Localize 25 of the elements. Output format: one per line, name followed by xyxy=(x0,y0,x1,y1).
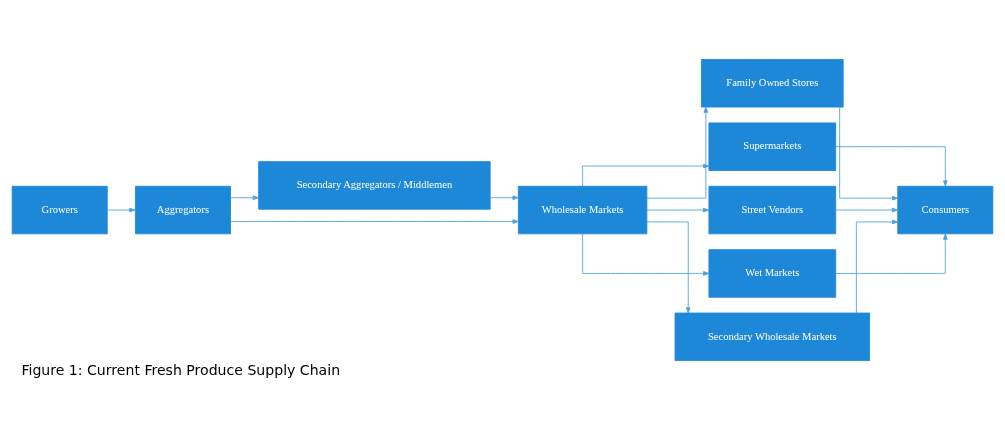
arrow xyxy=(106,207,136,213)
node-box: Growers xyxy=(11,185,108,235)
arrow xyxy=(839,106,899,201)
node-box: Family Owned Stores xyxy=(701,59,844,108)
arrow xyxy=(646,221,691,314)
arrow xyxy=(489,195,519,200)
arrow xyxy=(582,233,710,276)
node-box: Street Vendors xyxy=(708,185,837,235)
arrow xyxy=(646,106,709,199)
arrow xyxy=(835,233,948,274)
node-box: Secondary Wholesale Markets xyxy=(674,312,871,362)
arrow xyxy=(835,146,948,187)
node-box: Wholesale Markets xyxy=(517,185,648,235)
node-box: Supermarkets xyxy=(708,122,837,171)
arrow xyxy=(646,207,710,213)
arrow xyxy=(230,195,259,200)
arrow xyxy=(582,163,710,187)
arrow xyxy=(230,219,519,224)
arrow xyxy=(835,207,899,213)
node-box: Secondary Aggregators / Middlemen xyxy=(258,161,491,210)
node-box: Aggregators xyxy=(134,185,231,235)
arrow xyxy=(855,219,899,314)
caption: Figure 1: Current Fresh Produce Supply Chain xyxy=(21,362,341,379)
node-box: Consumers xyxy=(897,185,994,235)
node-box: Wet Markets xyxy=(708,249,837,298)
